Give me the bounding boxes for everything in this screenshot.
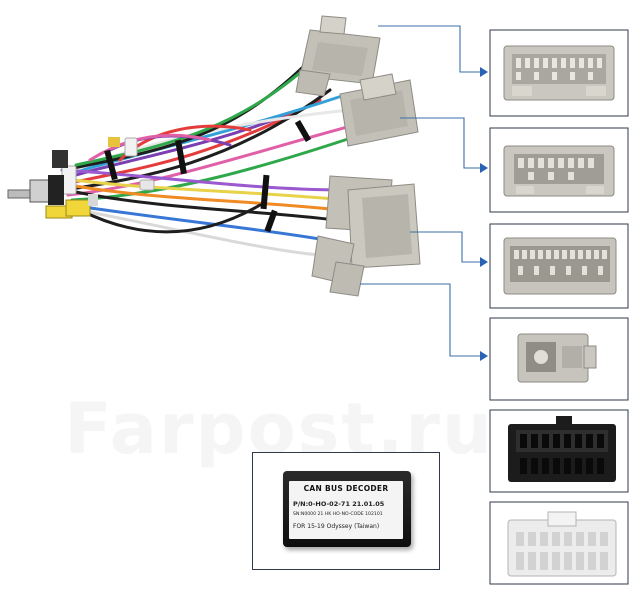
decoder-label: CAN BUS DECODER P/N:0-HO-02-71 21.01.05 … xyxy=(289,481,403,539)
arrow-right-icon xyxy=(480,67,488,77)
wire-harness-icon xyxy=(58,53,362,257)
rca-plug-icon xyxy=(45,137,120,219)
gray-connector-icon xyxy=(295,15,381,97)
detail-panel-5 xyxy=(489,409,629,493)
gray-connector-icon xyxy=(503,145,615,197)
decoder-title: CAN BUS DECODER xyxy=(303,484,389,493)
gray-connector-icon xyxy=(311,175,421,297)
white-connector-icon xyxy=(507,511,617,577)
detail-panel-4 xyxy=(489,317,629,401)
detail-panel-2 xyxy=(489,127,629,213)
leader-lines xyxy=(360,25,480,357)
black-connector-icon xyxy=(508,416,616,482)
can-bus-decoder-icon: CAN BUS DECODER P/N:0-HO-02-71 21.01.05 … xyxy=(283,471,411,547)
decoder-fitment: FOR 15-19 Odyssey (Taiwan) xyxy=(293,523,380,530)
decoder-serial: SN:N0000 21 HK HO-NO-CODE 102101 xyxy=(293,512,383,517)
gray-connector-icon xyxy=(503,237,617,295)
antenna-plug-icon xyxy=(7,150,68,205)
gray-connector-icon xyxy=(503,45,615,101)
arrow-right-icon xyxy=(480,163,488,173)
detail-panel-1 xyxy=(489,29,629,117)
decoder-part-number: P/N:0-HO-02-71 21.01.05 xyxy=(293,500,385,508)
detail-panel-3 xyxy=(489,223,629,309)
arrow-right-icon xyxy=(480,257,488,267)
detail-panel-6 xyxy=(489,501,629,585)
arrow-right-icon xyxy=(480,351,488,361)
gray-connector-icon xyxy=(517,333,597,383)
decoder-panel: CAN BUS DECODER P/N:0-HO-02-71 21.01.05 … xyxy=(252,452,440,570)
gray-connector-icon xyxy=(339,73,419,147)
